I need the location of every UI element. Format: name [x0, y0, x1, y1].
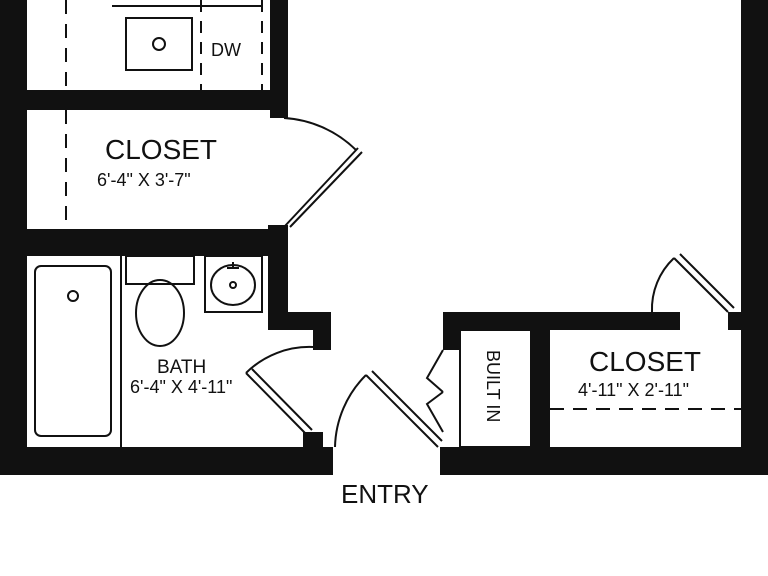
built-in-cabinet	[459, 329, 532, 448]
wall-bath-right	[268, 225, 288, 328]
wall-bath-jamb	[313, 312, 331, 350]
wall-right-exterior	[741, 0, 768, 475]
wall-bath-jamb-low	[303, 432, 323, 452]
closet-right-dims: 4'-11" X 2'-11"	[578, 380, 689, 400]
closet-upper-name: CLOSET	[105, 134, 217, 165]
sink-icon	[125, 17, 193, 71]
closet-right-name: CLOSET	[589, 346, 701, 377]
wall-kitchen-right	[270, 0, 288, 118]
wall-builtin-closet	[531, 312, 550, 462]
wall-bottom-right	[440, 447, 768, 475]
wall-closet-bath	[27, 229, 288, 256]
built-in-label: BUILT IN	[483, 350, 503, 422]
walls	[0, 0, 768, 475]
dishwasher-label: DW	[211, 40, 241, 60]
closet-upper-door	[283, 117, 363, 228]
built-in-fixtures	[425, 329, 532, 448]
kitchen-fixtures	[65, 0, 263, 90]
entry-label: ENTRY	[341, 479, 429, 509]
toilet-tank-icon	[125, 255, 195, 285]
bath-dims: 6'-4" X 4'-11"	[130, 377, 232, 397]
bath-name: BATH	[157, 357, 206, 378]
bathtub-icon	[34, 265, 112, 437]
bath-door	[245, 345, 314, 435]
entry-door	[334, 370, 443, 448]
toilet-bowl-icon	[135, 279, 185, 347]
bath-fixtures	[34, 255, 263, 447]
bath-sink-icon	[204, 255, 263, 313]
wall-bottom-left	[0, 447, 333, 475]
closet-right-door	[650, 253, 735, 313]
wall-left-exterior	[0, 0, 27, 475]
closet-upper-dims: 6'-4" X 3'-7"	[97, 170, 191, 190]
wall-kitchen-closet	[27, 90, 288, 110]
wall-builtin-top	[443, 312, 680, 330]
